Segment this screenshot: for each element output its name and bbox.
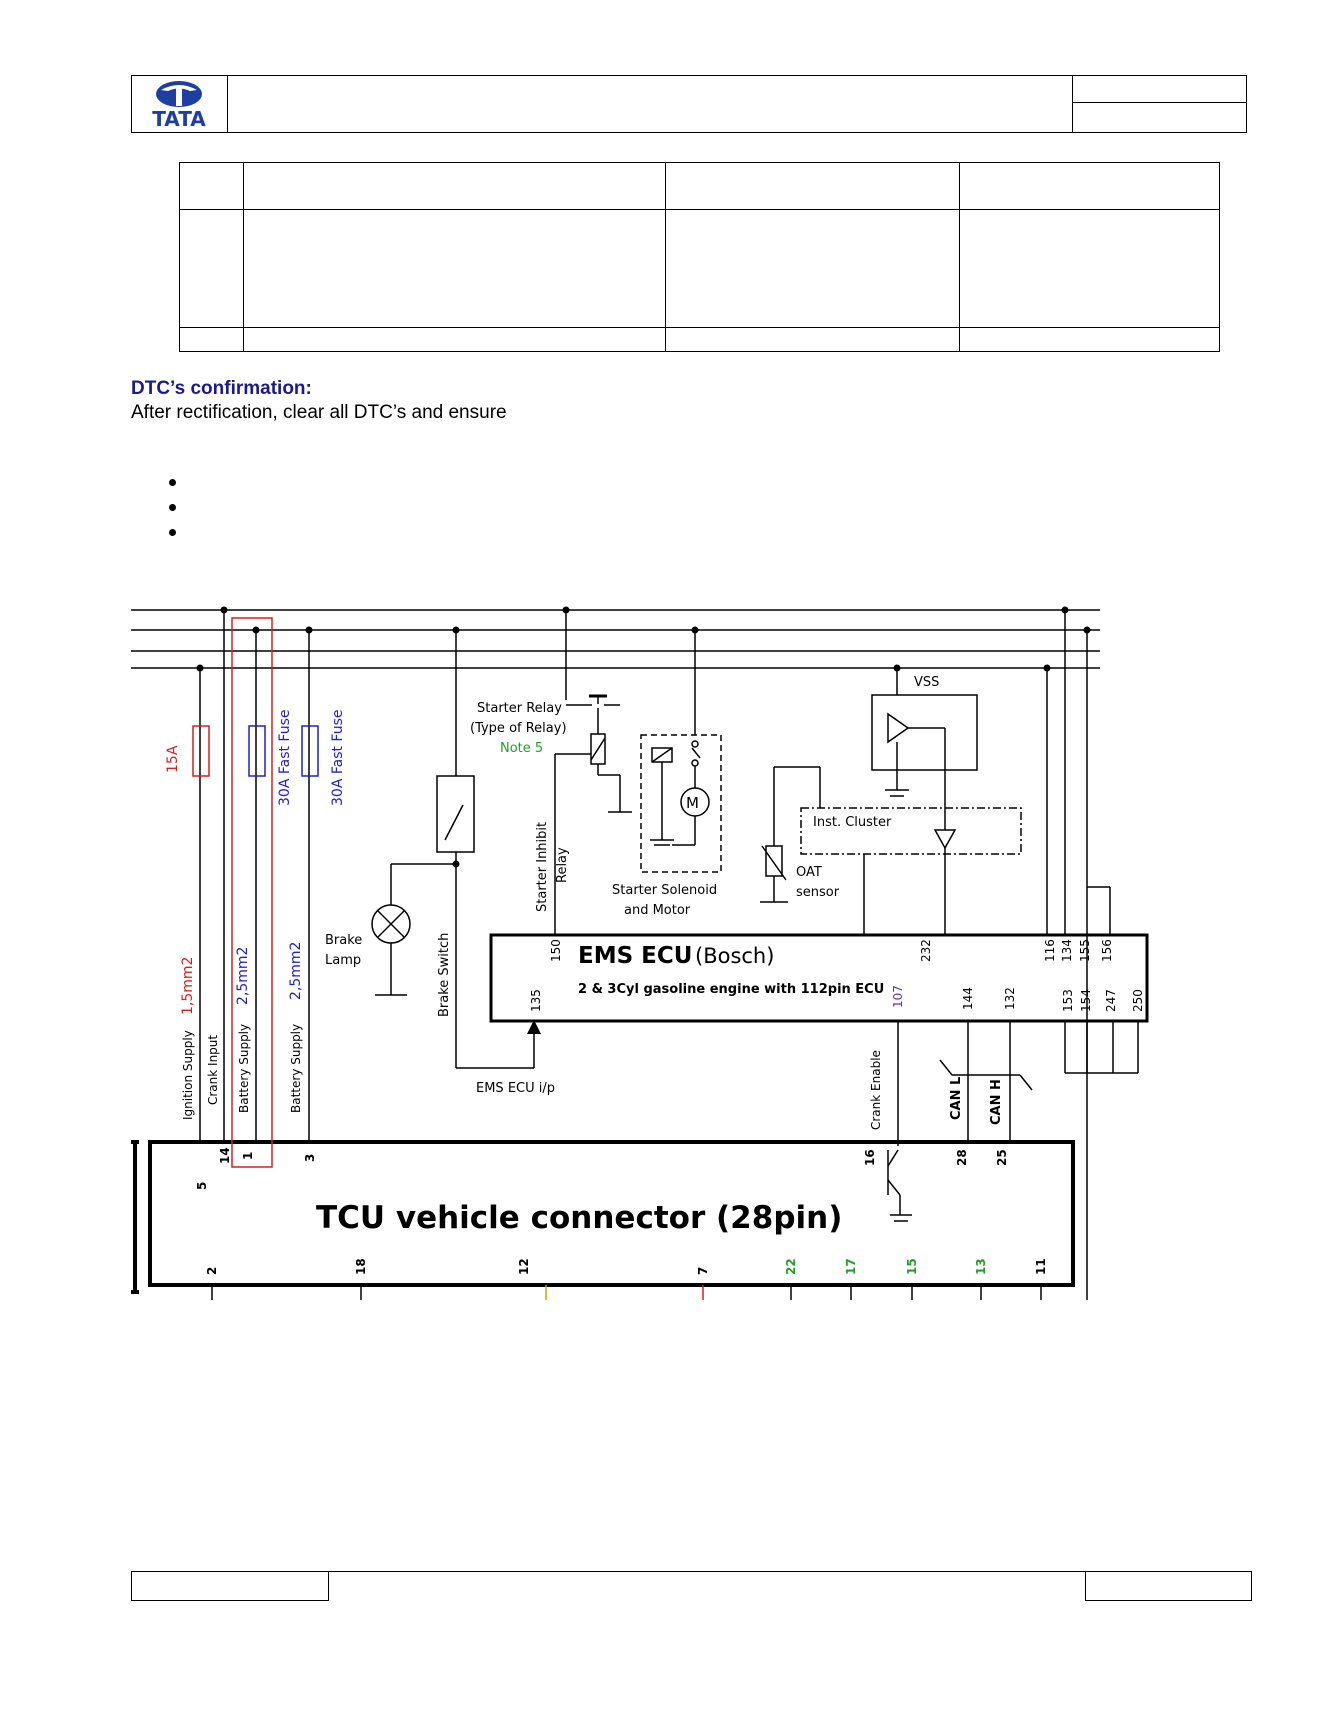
logo-cell: TATA	[132, 76, 228, 132]
ems-pin: 155	[1078, 939, 1092, 962]
oat-sensor-label: sensor	[796, 885, 840, 900]
page-header: TATA	[131, 75, 1247, 133]
tata-logo: TATA	[152, 81, 206, 131]
tcu-pin: 22	[784, 1258, 798, 1275]
ems-pin: 134	[1060, 939, 1074, 962]
starter-relay-label: Starter Relay	[477, 701, 562, 716]
tcu-pin: 5	[195, 1182, 209, 1190]
tcu-pin: 11	[1034, 1258, 1048, 1275]
motor-label: M	[686, 794, 699, 812]
ems-pin: 250	[1131, 989, 1145, 1012]
fuse-15a-label: 15A	[165, 745, 181, 773]
tcu-pin: 3	[303, 1154, 317, 1162]
footer-divider	[329, 1571, 1085, 1572]
tcu-pin: 1	[241, 1152, 255, 1160]
ems-pin: 144	[961, 987, 975, 1010]
bullet	[169, 479, 176, 486]
footer-right-box	[1085, 1571, 1252, 1601]
ems-pin: 232	[919, 939, 933, 962]
fuse-30a-label: 30A Fast Fuse	[330, 710, 346, 807]
ems-ecu-subtitle: 2 & 3Cyl gasoline engine with 112pin ECU	[578, 982, 884, 997]
wire-size-label: 2,5mm2	[288, 942, 304, 1000]
bullet	[169, 529, 176, 536]
ems-pin: 107	[891, 985, 905, 1008]
tcu-pin: 15	[905, 1258, 919, 1275]
crank-enable-label: Crank Enable	[869, 1050, 883, 1130]
inst-cluster-label: Inst. Cluster	[813, 815, 892, 830]
fuse-30a-label: 30A Fast Fuse	[277, 710, 293, 807]
info-table	[179, 162, 1220, 352]
tcu-pin: 12	[517, 1258, 531, 1275]
tcu-pin: 18	[354, 1258, 368, 1275]
dtc-text: After rectification, clear all DTC’s and…	[131, 402, 507, 423]
battery-supply-label: Battery Supply	[289, 1024, 303, 1113]
dtc-title: DTC’s confirmation:	[131, 378, 312, 399]
starter-inhibit-label: Starter Inhibit	[535, 822, 550, 912]
starter-inhibit-relay-label: Relay	[555, 847, 570, 883]
ems-pin: 135	[529, 989, 543, 1012]
ems-ecu-brand: (Bosch)	[695, 944, 774, 968]
bullet	[169, 504, 176, 511]
tcu-pin: 13	[974, 1258, 988, 1275]
tcu-pin: 28	[955, 1149, 969, 1166]
ignition-supply-label: Ignition Supply	[181, 1030, 195, 1120]
crank-input-label: Crank Input	[206, 1035, 220, 1105]
brake-lamp-label: Brake	[325, 933, 362, 948]
can-l-label: CAN L	[949, 1077, 964, 1120]
ems-pin: 132	[1003, 987, 1017, 1010]
ems-pin: 150	[549, 939, 563, 962]
oat-label: OAT	[796, 865, 822, 880]
starter-solenoid-label: Starter Solenoid	[612, 883, 717, 898]
ems-pin: 156	[1100, 939, 1114, 962]
tcu-pin: 16	[863, 1149, 877, 1166]
tcu-pin: 25	[995, 1149, 1009, 1166]
tcu-title: TCU vehicle connector (28pin)	[316, 1200, 842, 1236]
tcu-pin: 17	[844, 1258, 858, 1275]
ems-ecu-title: EMS ECU	[578, 943, 692, 969]
relay-type-label: (Type of Relay)	[470, 721, 567, 736]
ems-pin: 153	[1061, 989, 1075, 1012]
wire-size-label: 2,5mm2	[235, 947, 251, 1005]
can-h-label: CAN H	[989, 1079, 1004, 1125]
logo-text: TATA	[152, 107, 206, 131]
header-right-cell	[1072, 76, 1247, 132]
footer-left-box	[131, 1571, 329, 1601]
starter-motor-label: and Motor	[624, 903, 691, 918]
tcu-pin: 7	[696, 1267, 710, 1275]
brake-lamp-label: Lamp	[325, 953, 361, 968]
wire-size-label: 1,5mm2	[180, 957, 196, 1015]
battery-supply-label: Battery Supply	[237, 1024, 251, 1113]
ems-pin: 116	[1043, 939, 1057, 962]
brake-switch-label: Brake Switch	[437, 933, 452, 1017]
ems-pin: 247	[1104, 989, 1118, 1012]
ems-pin: 154	[1079, 989, 1093, 1012]
vss-label: VSS	[914, 675, 939, 690]
ems-input-label: EMS ECU i/p	[476, 1081, 555, 1096]
tcu-pin: 14	[218, 1147, 232, 1164]
tcu-pin: 2	[205, 1267, 219, 1275]
relay-note-label: Note 5	[500, 741, 543, 756]
